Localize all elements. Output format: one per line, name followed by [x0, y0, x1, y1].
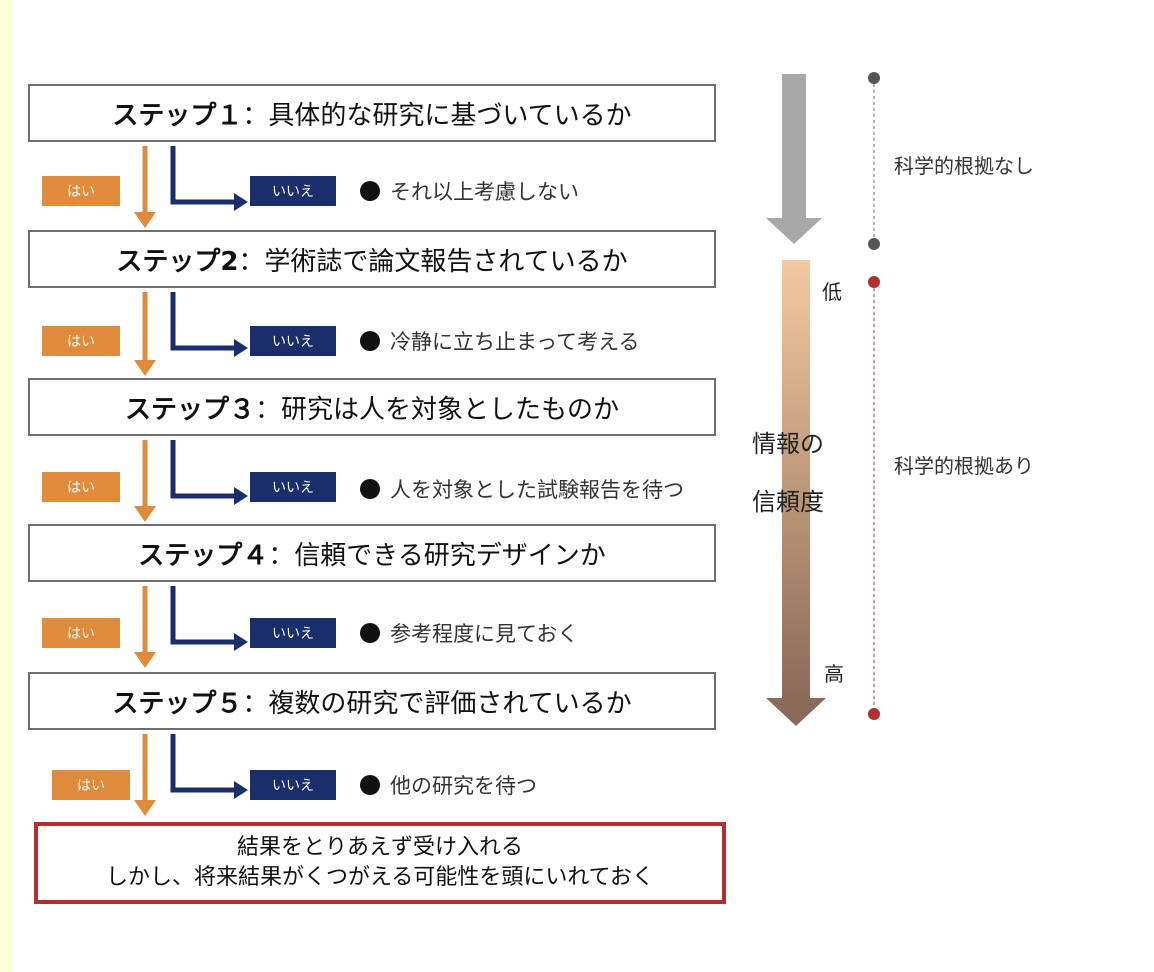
- step-1-box: ステップ１ ：具体的な研究に基づいているか: [28, 84, 716, 142]
- bullet-icon: [360, 331, 380, 351]
- no-arrow-1: [170, 146, 248, 211]
- evidence-range: [868, 276, 880, 720]
- step-3-no: いいえ: [250, 472, 336, 502]
- step-4-no: いいえ: [250, 618, 336, 648]
- final-line-1: 結果をとりあえず受け入れる: [236, 835, 523, 860]
- no-arrow-2: [170, 292, 248, 357]
- yes-arrow-3: [134, 440, 156, 522]
- step-1-question: ：具体的な研究に基づいているか: [242, 100, 632, 131]
- step-5-note-text: 他の研究を待つ: [390, 774, 537, 798]
- step-3-box: ステップ３ ：研究は人を対象としたものか: [28, 378, 716, 436]
- step-2-box: ステップ2 ：学術誌で論文報告されているか: [28, 230, 716, 288]
- step-2-yes: はい: [42, 326, 120, 356]
- yes-arrow-4: [134, 586, 156, 668]
- yes-arrow-2: [134, 292, 156, 376]
- gray-down-arrow: [766, 74, 822, 244]
- step-5-box: ステップ５ ：複数の研究で評価されているか: [28, 672, 716, 730]
- step-1-no: いいえ: [250, 176, 336, 206]
- bullet-icon: [360, 479, 380, 499]
- step-3-yes: はい: [42, 472, 120, 502]
- bullet-icon: [360, 181, 380, 201]
- step-4-label: ステップ４: [138, 540, 269, 571]
- step-1-label: ステップ１: [112, 100, 243, 131]
- yes-arrow-5: [134, 734, 156, 816]
- step-5-yes: はい: [52, 770, 130, 800]
- step-4-box: ステップ４ ：信頼できる研究デザインか: [28, 524, 716, 582]
- reliability-title-line-1: 情報の: [752, 430, 824, 458]
- step-3-label: ステップ３: [124, 394, 255, 425]
- step-5-no: いいえ: [250, 770, 336, 800]
- left-edge-strip: [0, 0, 12, 972]
- no-arrow-3: [170, 440, 248, 505]
- step-1-note: それ以上考慮しない: [360, 176, 579, 206]
- step-5-label: ステップ５: [112, 688, 243, 719]
- evidence-label: 科学的根拠あり: [894, 454, 1034, 478]
- yes-arrow-1: [134, 146, 156, 228]
- step-1-yes: はい: [42, 176, 120, 206]
- step-4-yes: はい: [42, 618, 120, 648]
- final-line-2: しかし、将来結果がくつがえる可能性を頭にいれておく: [105, 865, 655, 890]
- no-evidence-label: 科学的根拠なし: [894, 154, 1034, 178]
- step-3-question: ：研究は人を対象としたものか: [255, 394, 620, 425]
- reliability-high-label: 高: [824, 662, 844, 686]
- step-2-note-text: 冷静に立ち止まって考える: [390, 330, 640, 354]
- no-evidence-range: [868, 72, 880, 250]
- reliability-gradient-arrow: [766, 260, 826, 726]
- reliability-title-line-2: 信頼度: [752, 488, 824, 516]
- step-5-note: 他の研究を待つ: [360, 770, 537, 800]
- step-2-note: 冷静に立ち止まって考える: [360, 326, 639, 356]
- no-arrow-5: [170, 734, 248, 799]
- step-1-note-text: それ以上考慮しない: [390, 180, 579, 204]
- step-2-no: いいえ: [250, 326, 336, 356]
- reliability-low-label: 低: [822, 280, 842, 304]
- bullet-icon: [360, 775, 380, 795]
- step-2-label: ステップ2: [116, 246, 239, 277]
- step-4-note: 参考程度に見ておく: [360, 618, 578, 648]
- step-5-question: ：複数の研究で評価されているか: [242, 688, 632, 719]
- step-4-note-text: 参考程度に見ておく: [390, 622, 579, 646]
- step-4-question: ：信頼できる研究デザインか: [268, 540, 606, 571]
- final-outcome-box: 結果をとりあえず受け入れる しかし、将来結果がくつがえる可能性を頭にいれておく: [34, 822, 726, 904]
- step-2-question: ：学術誌で論文報告されているか: [238, 246, 628, 277]
- bullet-icon: [360, 623, 380, 643]
- step-3-note: 人を対象とした試験報告を待つ: [360, 474, 684, 504]
- step-3-note-text: 人を対象とした試験報告を待つ: [390, 478, 684, 502]
- no-arrow-4: [170, 586, 248, 651]
